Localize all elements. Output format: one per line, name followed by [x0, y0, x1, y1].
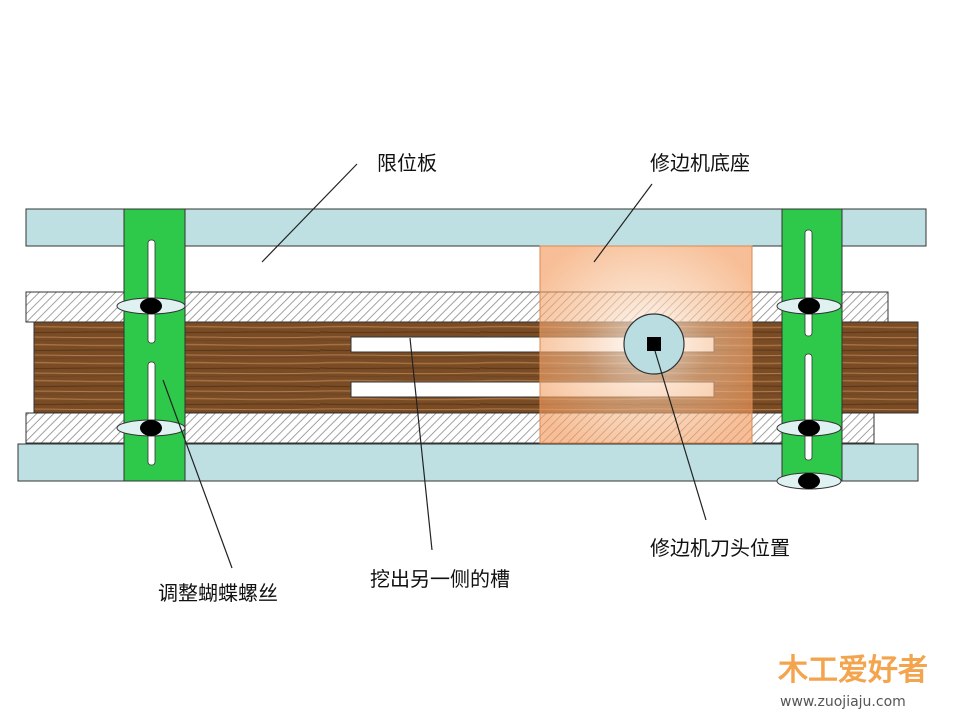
watermark-brand: 木工爱好者: [777, 653, 928, 688]
cutter-head: [647, 337, 661, 351]
watermark-logo: 木工爱好者 www.zuojiaju.com: [777, 653, 928, 710]
label-trimmer-base: 修边机底座: [650, 151, 750, 175]
leader-limit-plate: [261, 163, 358, 263]
leader-trimmer-base: [593, 183, 653, 263]
label-wing-screw: 调整蝴蝶螺丝: [158, 581, 278, 605]
label-limit-plate: 限位板: [377, 151, 437, 175]
right-clamp-bar: [776, 208, 843, 490]
label-cutter-position: 修边机刀头位置: [650, 536, 790, 560]
leader-slot: [409, 337, 433, 551]
leader-wing-screw: [162, 379, 233, 569]
label-slot: 挖出另一侧的槽: [370, 567, 510, 591]
leader-cutter: [654, 350, 707, 521]
watermark-url: www.zuojiaju.com: [780, 694, 906, 710]
left-clamp-bar: [116, 208, 186, 482]
